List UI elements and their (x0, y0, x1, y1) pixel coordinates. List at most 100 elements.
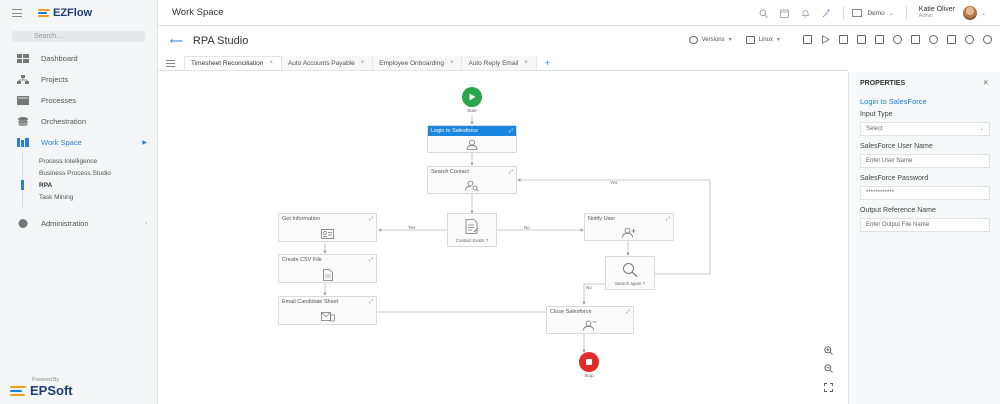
environment-label: Linux (758, 36, 773, 43)
field-placeholder: Enter Output File Name (866, 222, 930, 228)
tabs-menu-icon[interactable] (158, 56, 176, 70)
history-icon[interactable] (893, 35, 902, 44)
expand-icon[interactable]: ⤢ (625, 309, 630, 315)
salesforce-password-input[interactable]: ************ (860, 186, 990, 200)
input-type-select[interactable]: Select ⌄ (860, 122, 990, 136)
flow-node-notify-user[interactable]: Notify User ⤢ (584, 213, 674, 241)
play-icon[interactable] (821, 35, 830, 44)
close-icon[interactable]: × (360, 60, 365, 66)
ezflow-logo-icon (38, 8, 50, 18)
expand-icon[interactable]: ⤢ (368, 299, 373, 305)
cloud-icon[interactable] (983, 35, 992, 44)
expand-icon[interactable]: ⤢ (368, 216, 373, 222)
email-icon (320, 311, 335, 321)
flow-canvas[interactable]: Start Login to Salesforce⤢ Search Contac… (158, 72, 848, 404)
flow-node-login-salesforce[interactable]: Login to Salesforce⤢ (427, 125, 517, 153)
stop-node[interactable] (579, 352, 599, 372)
hamburger-menu-icon[interactable] (12, 9, 22, 17)
user-info[interactable]: Katie Oliver Admin (919, 6, 955, 19)
chevron-down-icon: ⌄ (888, 10, 894, 17)
expand-icon[interactable]: ⤢ (508, 169, 513, 175)
tab-timesheet-reconciliation[interactable]: Timesheet Reconciliation × (184, 56, 282, 70)
powered-by-text: Powered By (32, 377, 59, 383)
versions-icon (688, 35, 698, 44)
epsoft-logo-icon (10, 385, 28, 397)
close-icon[interactable]: × (269, 60, 273, 66)
field-input-type: Input Type Select ⌄ (849, 109, 1000, 136)
decision-contact-exists[interactable]: Contact Exists ? (447, 213, 497, 247)
expand-icon[interactable]: ⤢ (368, 257, 373, 263)
calendar-icon[interactable] (780, 9, 790, 18)
ezflow-logo: EZFlow (38, 7, 92, 19)
flow-node-email-candidate-sheet[interactable]: Email Candidate Sheet⤢ (278, 296, 377, 325)
copy-icon[interactable] (947, 35, 956, 44)
download-icon[interactable] (911, 35, 920, 44)
versions-dropdown[interactable]: Versions ▾ (688, 35, 732, 44)
close-icon[interactable]: × (983, 78, 988, 87)
user-name: Katie Oliver (918, 6, 955, 14)
close-icon[interactable]: × (524, 60, 528, 66)
sidebar-search-input[interactable]: Search... (12, 31, 145, 42)
refresh-icon[interactable] (929, 35, 938, 44)
decision-search-again[interactable]: Search again ? (605, 256, 655, 290)
subnav-item-task-mining[interactable]: Task Mining (23, 191, 157, 203)
back-arrow-icon[interactable]: ⟵ (170, 35, 183, 46)
flow-node-close-salesforce[interactable]: Close Salesforce⤢ (546, 306, 634, 334)
close-icon[interactable]: × (449, 60, 454, 66)
salesforce-username-input[interactable]: Enter User Name (860, 154, 990, 168)
avatar[interactable] (962, 6, 977, 20)
zoom-in-icon[interactable] (824, 346, 833, 357)
field-label: SalesForce User Name (860, 143, 933, 150)
studio-toolbar: Versions ▾ Linux ▾ (688, 35, 992, 44)
sidebar-item-orchestration[interactable]: Orchestration (0, 111, 157, 132)
subnav-item-business-process-studio[interactable]: Business Process Studio (23, 167, 157, 179)
tab-auto-reply-email[interactable]: Auto Reply Email× (462, 56, 537, 70)
flow-node-search-contact[interactable]: Search Contact⤢ (427, 166, 517, 194)
search-icon[interactable] (759, 9, 769, 18)
workspace-subnav: Process Intelligence Business Process St… (21, 153, 157, 207)
subnav-label: Task Mining (39, 193, 74, 201)
sync-icon[interactable] (965, 35, 974, 44)
studio-title: RPA Studio (192, 35, 249, 47)
chevron-down-icon[interactable]: ⌄ (980, 10, 986, 17)
field-label: Input Type (860, 111, 893, 118)
sidebar: EZFlow Search... Dashboard Projects Proc… (0, 0, 158, 404)
administration-icon (18, 219, 28, 228)
node-title: Get Information (282, 216, 320, 222)
sidebar-item-workspace[interactable]: Work Space ▶ (0, 132, 157, 153)
monitor-icon (745, 35, 755, 44)
sidebar-item-projects[interactable]: Projects (0, 69, 157, 90)
flow-node-create-csv-file[interactable]: Create CSV File⤢ (278, 254, 377, 283)
powered-by-logo: Powered By EPSoft (10, 377, 73, 398)
sidebar-item-administration[interactable]: Administration › (0, 213, 157, 234)
tab-auto-accounts-payable[interactable]: Auto Accounts Payable× (281, 56, 374, 70)
environment-dropdown[interactable]: Linux ▾ (745, 35, 780, 44)
decision-label: Contact Exists ? (455, 238, 489, 243)
save-icon[interactable] (803, 35, 812, 44)
sidebar-item-processes[interactable]: Processes (0, 90, 157, 111)
notification-icon[interactable] (801, 9, 810, 18)
stop-label: Stop (584, 373, 594, 378)
expand-icon[interactable]: ⤢ (508, 128, 513, 134)
sidebar-item-label: Projects (41, 75, 69, 84)
clipboard-icon[interactable] (875, 35, 884, 44)
magic-wand-icon[interactable] (822, 9, 831, 18)
fullscreen-icon[interactable] (824, 383, 833, 394)
flow-node-get-information[interactable]: Get Information ⤢ (278, 213, 377, 242)
id-card-icon (321, 228, 334, 239)
node-title: Notify User (588, 216, 616, 222)
debug-icon[interactable] (857, 35, 866, 44)
start-node[interactable] (462, 87, 482, 107)
tab-employee-onboarding[interactable]: Employee Onboarding× (373, 56, 463, 70)
stop-square-icon[interactable] (839, 35, 848, 44)
tab-label: Timesheet Reconciliation (191, 59, 264, 67)
expand-icon[interactable]: ⤢ (665, 216, 670, 222)
field-label: Output Reference Name (860, 207, 936, 214)
add-tab-icon[interactable]: + (544, 58, 551, 68)
workspace-selector[interactable]: Demo ⌄ (852, 9, 894, 17)
output-reference-input[interactable]: Enter Output File Name (860, 218, 990, 232)
subnav-item-process-intelligence[interactable]: Process Intelligence (23, 155, 157, 167)
sidebar-item-dashboard[interactable]: Dashboard (0, 48, 157, 69)
zoom-out-icon[interactable] (824, 364, 833, 375)
subnav-item-rpa[interactable]: RPA (21, 179, 157, 191)
